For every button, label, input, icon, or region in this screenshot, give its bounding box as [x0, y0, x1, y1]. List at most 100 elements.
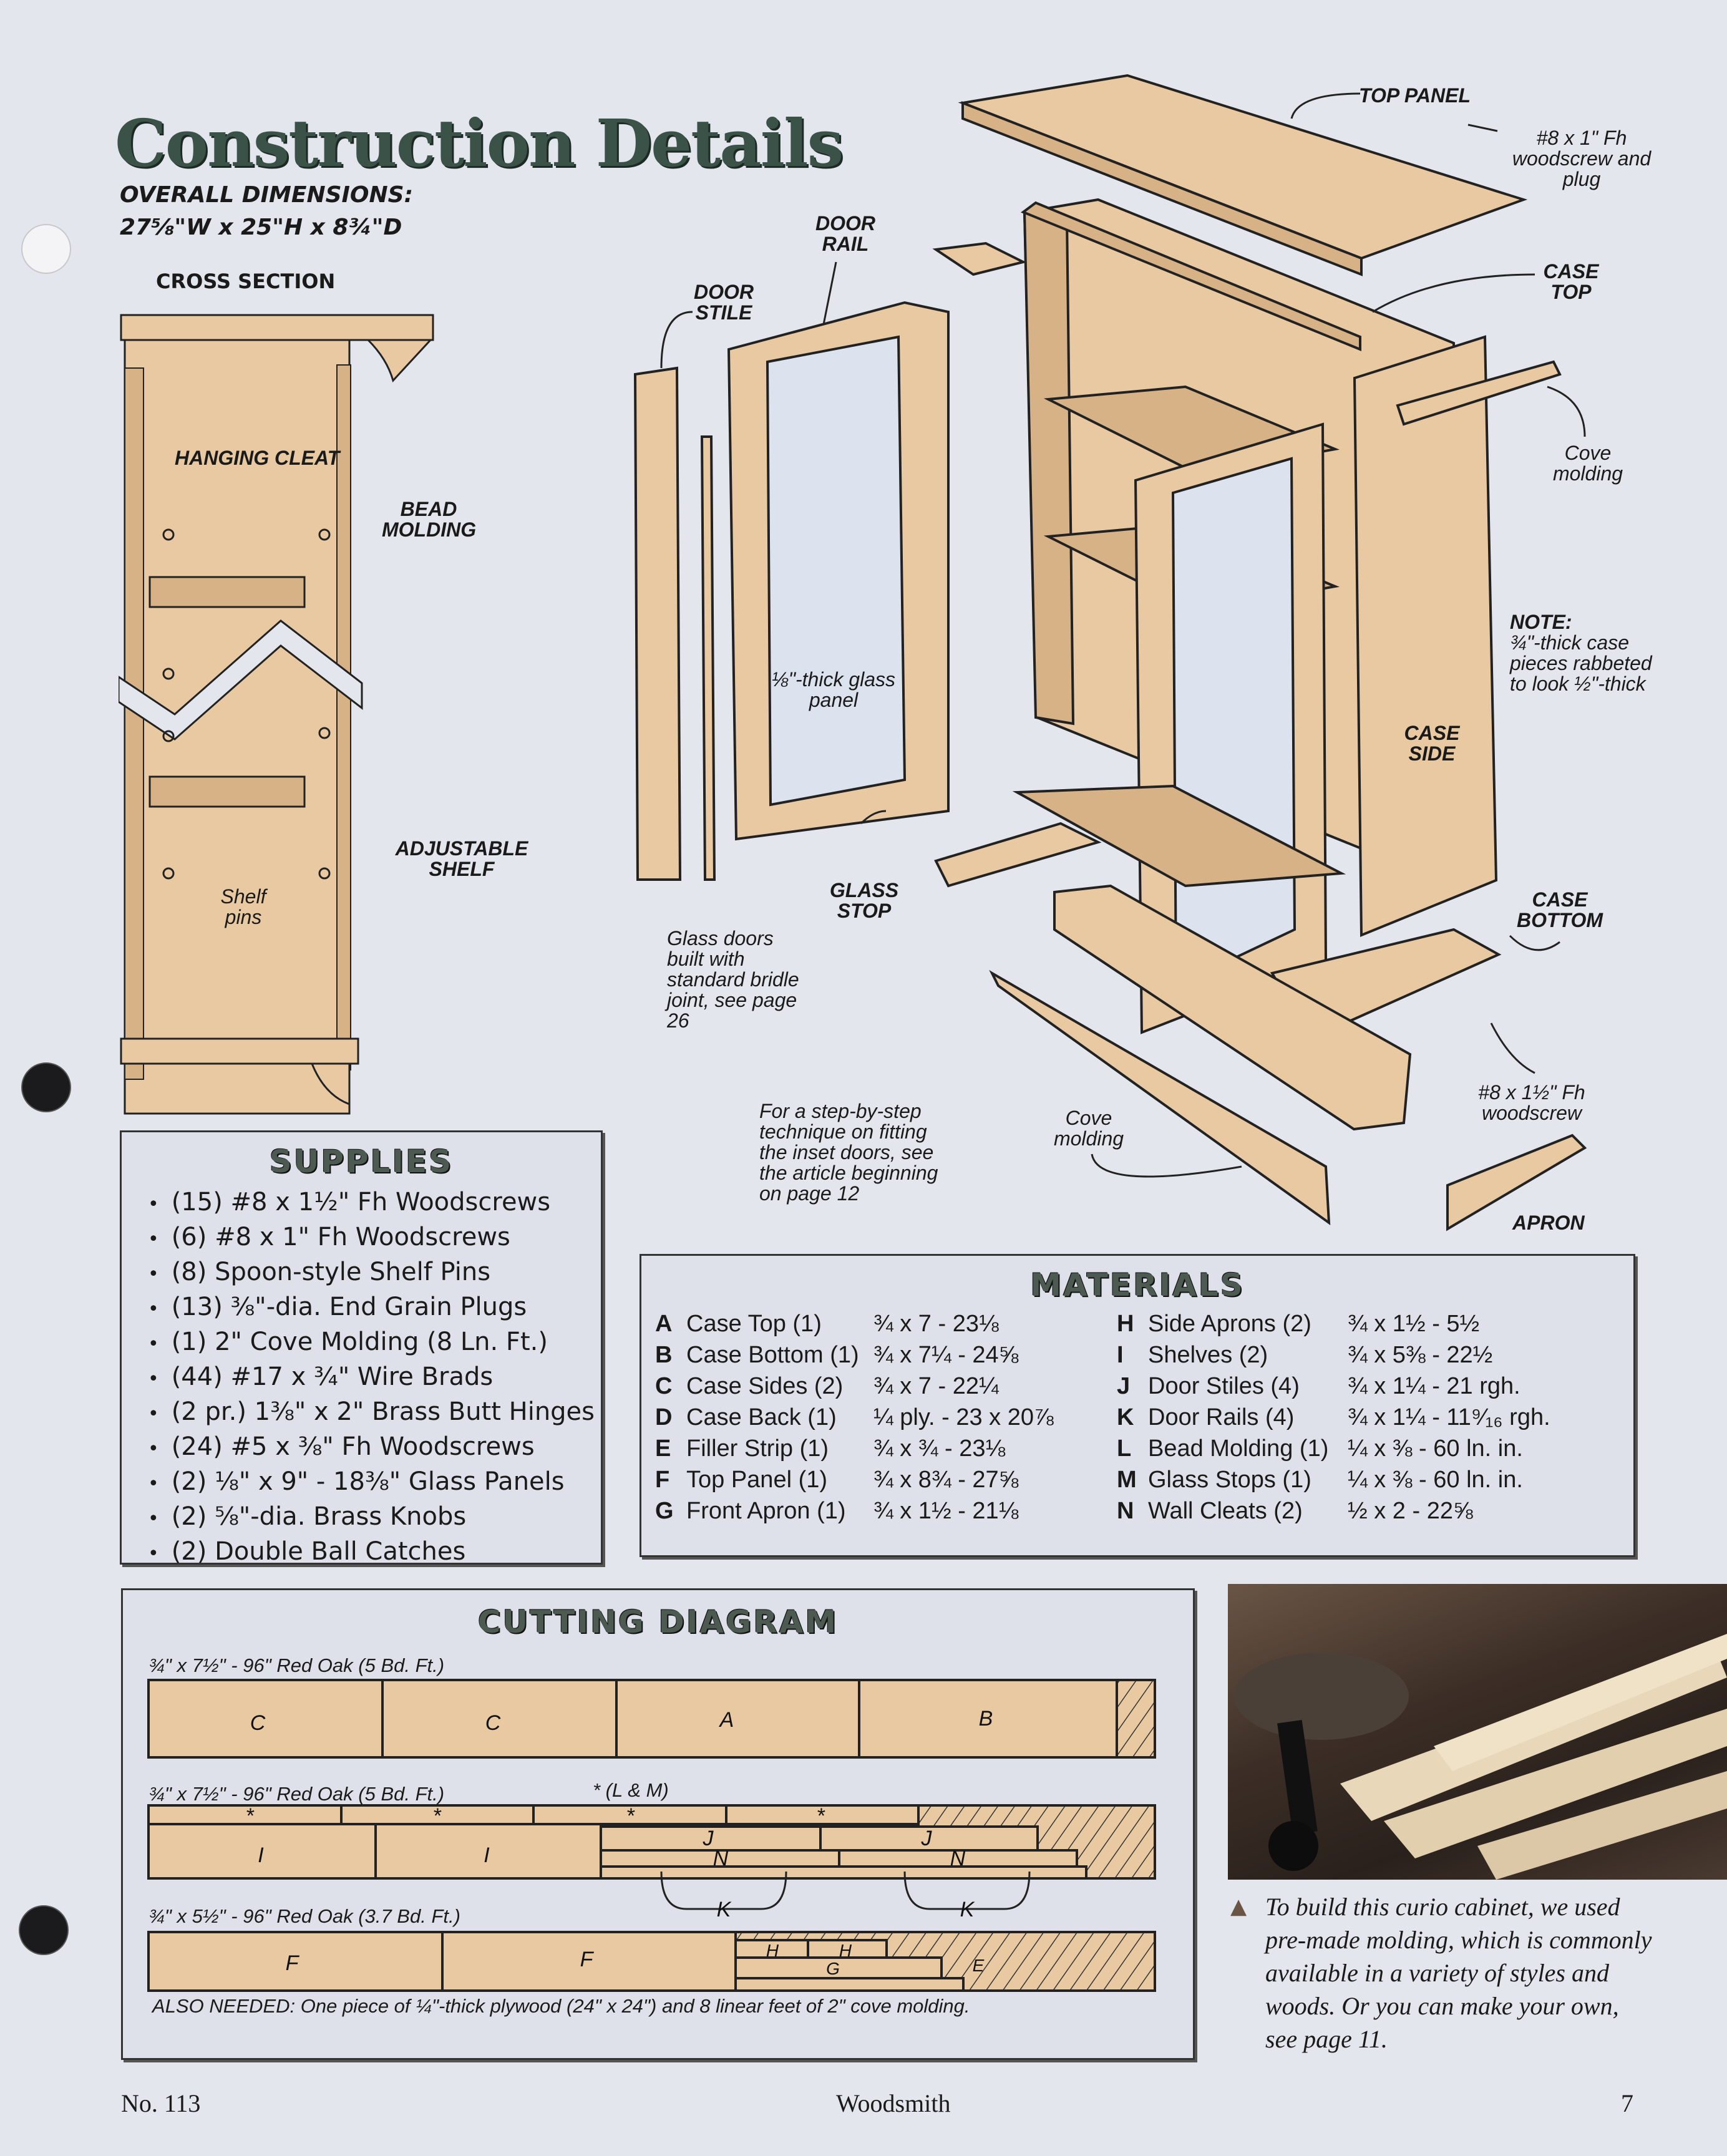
piece-label: J [921, 1827, 933, 1850]
material-key: M [1117, 1467, 1137, 1493]
material-size: ¾ x 1½ - 21⅛ [873, 1498, 1019, 1524]
piece-label: F [286, 1951, 300, 1975]
material-key: C [655, 1373, 673, 1399]
list-item: (8) Spoon-style Shelf Pins [148, 1256, 601, 1291]
material-size: ½ x 2 - 22⅝ [1348, 1498, 1473, 1524]
case-top-label: CASE TOP [1543, 260, 1599, 303]
door-stile-label: DOOR STILE [694, 281, 754, 324]
material-size: ¾ x 5⅜ - 22½ [1348, 1342, 1493, 1368]
hanging-cleat-label: HANGING CLEAT [175, 447, 340, 469]
punch-hole [19, 1905, 69, 1955]
piece-label: E [973, 1956, 985, 1975]
piece-label: K [717, 1898, 732, 1921]
material-size: ¼ x ⅜ - 60 ln. in. [1348, 1467, 1523, 1493]
piece-label: G [826, 1959, 840, 1978]
piece-label: * [245, 1804, 255, 1828]
material-key: J [1117, 1373, 1131, 1399]
issue-number: No. 113 [121, 2089, 201, 2117]
material-size: ¾ x 1½ - 5½ [1348, 1311, 1480, 1337]
list-item: (6) #8 x 1" Fh Woodscrews [148, 1221, 601, 1256]
material-key: L [1117, 1435, 1132, 1462]
cutting-heading: CUTTING DIAGRAM [477, 1604, 839, 1640]
material-name: Case Sides (2) [686, 1373, 844, 1399]
molding-photo [1228, 1584, 1727, 1880]
material-key: A [655, 1311, 673, 1337]
material-size: ¾ x ¾ - 23⅛ [873, 1435, 1006, 1462]
piece-label: H [766, 1941, 779, 1960]
overall-dimensions-value: 27⅝"W x 25"H x 8¾"D [120, 215, 402, 240]
exploded-view-drawing [633, 74, 1587, 1231]
triangle-icon: ▲ [1230, 1894, 1247, 1919]
also-needed-note: ALSO NEEDED: One piece of ¼"-thick plywo… [152, 1995, 970, 2017]
piece-label: I [258, 1843, 264, 1867]
material-size: ¾ x 1¼ - 21 rgh. [1348, 1373, 1520, 1399]
cross-section-drawing [119, 314, 434, 1115]
cove-molding-top-label: Cove molding [1552, 442, 1623, 485]
page-title: Construction Details [115, 105, 844, 182]
case-bottom-label: CASE BOTTOM [1516, 888, 1603, 931]
material-size: ¾ x 8¾ - 27⅝ [873, 1467, 1019, 1493]
cove-molding-bottom-label: Cove molding [1053, 1107, 1124, 1150]
top-panel-label: TOP PANEL [1359, 84, 1471, 107]
material-size: ¼ x ⅜ - 60 ln. in. [1348, 1435, 1523, 1462]
piece-label: I [484, 1843, 490, 1867]
material-name: Case Bottom (1) [686, 1342, 859, 1368]
woodscrew-bottom-label: #8 x 1½" Fh woodscrew [1478, 1081, 1585, 1124]
note-title: NOTE: [1510, 611, 1572, 633]
page-number: 7 [1621, 2089, 1633, 2117]
list-item: (15) #8 x 1½" Fh Woodscrews [148, 1186, 601, 1221]
glass-panel-label: ⅛"-thick glass panel [771, 668, 896, 711]
material-name: Front Apron (1) [686, 1498, 846, 1524]
board3-label: ¾" x 5½" - 96" Red Oak (3.7 Bd. Ft.) [148, 1905, 460, 1927]
door-rail-label: DOOR RAIL [815, 212, 875, 255]
photo-caption: To build this curio cabinet, we used pre… [1265, 1893, 1652, 2053]
material-name: Side Aprons (2) [1148, 1311, 1311, 1337]
board2-star-note: * (L & M) [593, 1779, 669, 1801]
material-key: H [1117, 1311, 1134, 1337]
material-name: Bead Molding (1) [1148, 1435, 1329, 1462]
material-key: E [655, 1435, 671, 1462]
list-item: (13) ⅜"-dia. End Grain Plugs [148, 1291, 601, 1326]
material-name: Wall Cleats (2) [1148, 1498, 1303, 1524]
piece-label: K [960, 1898, 975, 1921]
material-name: Case Back (1) [686, 1404, 837, 1430]
material-size: ¾ x 7 - 23⅛ [873, 1311, 999, 1337]
cutting-boards: C C A B * * * * I I J J N N K K F F H H … [147, 1679, 1156, 1992]
material-key: K [1117, 1404, 1134, 1430]
material-key: N [1117, 1498, 1134, 1524]
piece-label: A [719, 1708, 734, 1732]
material-name: Door Rails (4) [1148, 1404, 1295, 1430]
piece-label: * [816, 1804, 825, 1828]
material-name: Top Panel (1) [686, 1467, 828, 1493]
list-item: (1) 2" Cove Molding (8 Ln. Ft.) [148, 1326, 601, 1361]
list-item: (2) ⅝"-dia. Brass Knobs [148, 1500, 601, 1535]
shelf-pins-label: Shelf pins [220, 885, 266, 928]
list-item: (2 pr.) 1⅜" x 2" Brass Butt Hinges [148, 1396, 601, 1430]
material-key: F [655, 1467, 670, 1493]
list-item: (2) Double Ball Catches [148, 1535, 601, 1570]
material-size: ¾ x 1¼ - 11⁹⁄₁₆ rgh. [1348, 1404, 1550, 1430]
adjustable-shelf-label: ADJUSTABLE SHELF [395, 837, 528, 880]
supplies-list: (15) #8 x 1½" Fh Woodscrews (6) #8 x 1" … [122, 1186, 601, 1570]
overall-dimensions-label: OVERALL DIMENSIONS: [120, 182, 413, 208]
step-by-step-note: For a step-by-step technique on fitting … [759, 1100, 938, 1205]
material-name: Filler Strip (1) [686, 1435, 829, 1462]
material-key: I [1117, 1342, 1124, 1368]
list-item: (2) ⅛" x 9" - 18⅜" Glass Panels [148, 1465, 601, 1500]
woodscrew-plug-label: #8 x 1" Fh woodscrew and plug [1512, 127, 1652, 190]
piece-label: J [703, 1827, 714, 1850]
list-item: (24) #5 x ⅜" Fh Woodscrews [148, 1430, 601, 1465]
piece-label: * [432, 1804, 442, 1828]
material-key: G [655, 1498, 674, 1524]
piece-label: C [250, 1711, 266, 1735]
bead-molding-label: BEAD MOLDING [382, 498, 477, 541]
board1-label: ¾" x 7½" - 96" Red Oak (5 Bd. Ft.) [148, 1654, 445, 1676]
supplies-heading: SUPPLIES [269, 1144, 454, 1180]
material-name: Shelves (2) [1148, 1342, 1268, 1368]
piece-label: N [713, 1847, 729, 1870]
list-item: (44) #17 x ¾" Wire Brads [148, 1361, 601, 1396]
punch-hole [21, 1062, 71, 1112]
board2-label: ¾" x 7½" - 96" Red Oak (5 Bd. Ft.) [148, 1783, 445, 1805]
